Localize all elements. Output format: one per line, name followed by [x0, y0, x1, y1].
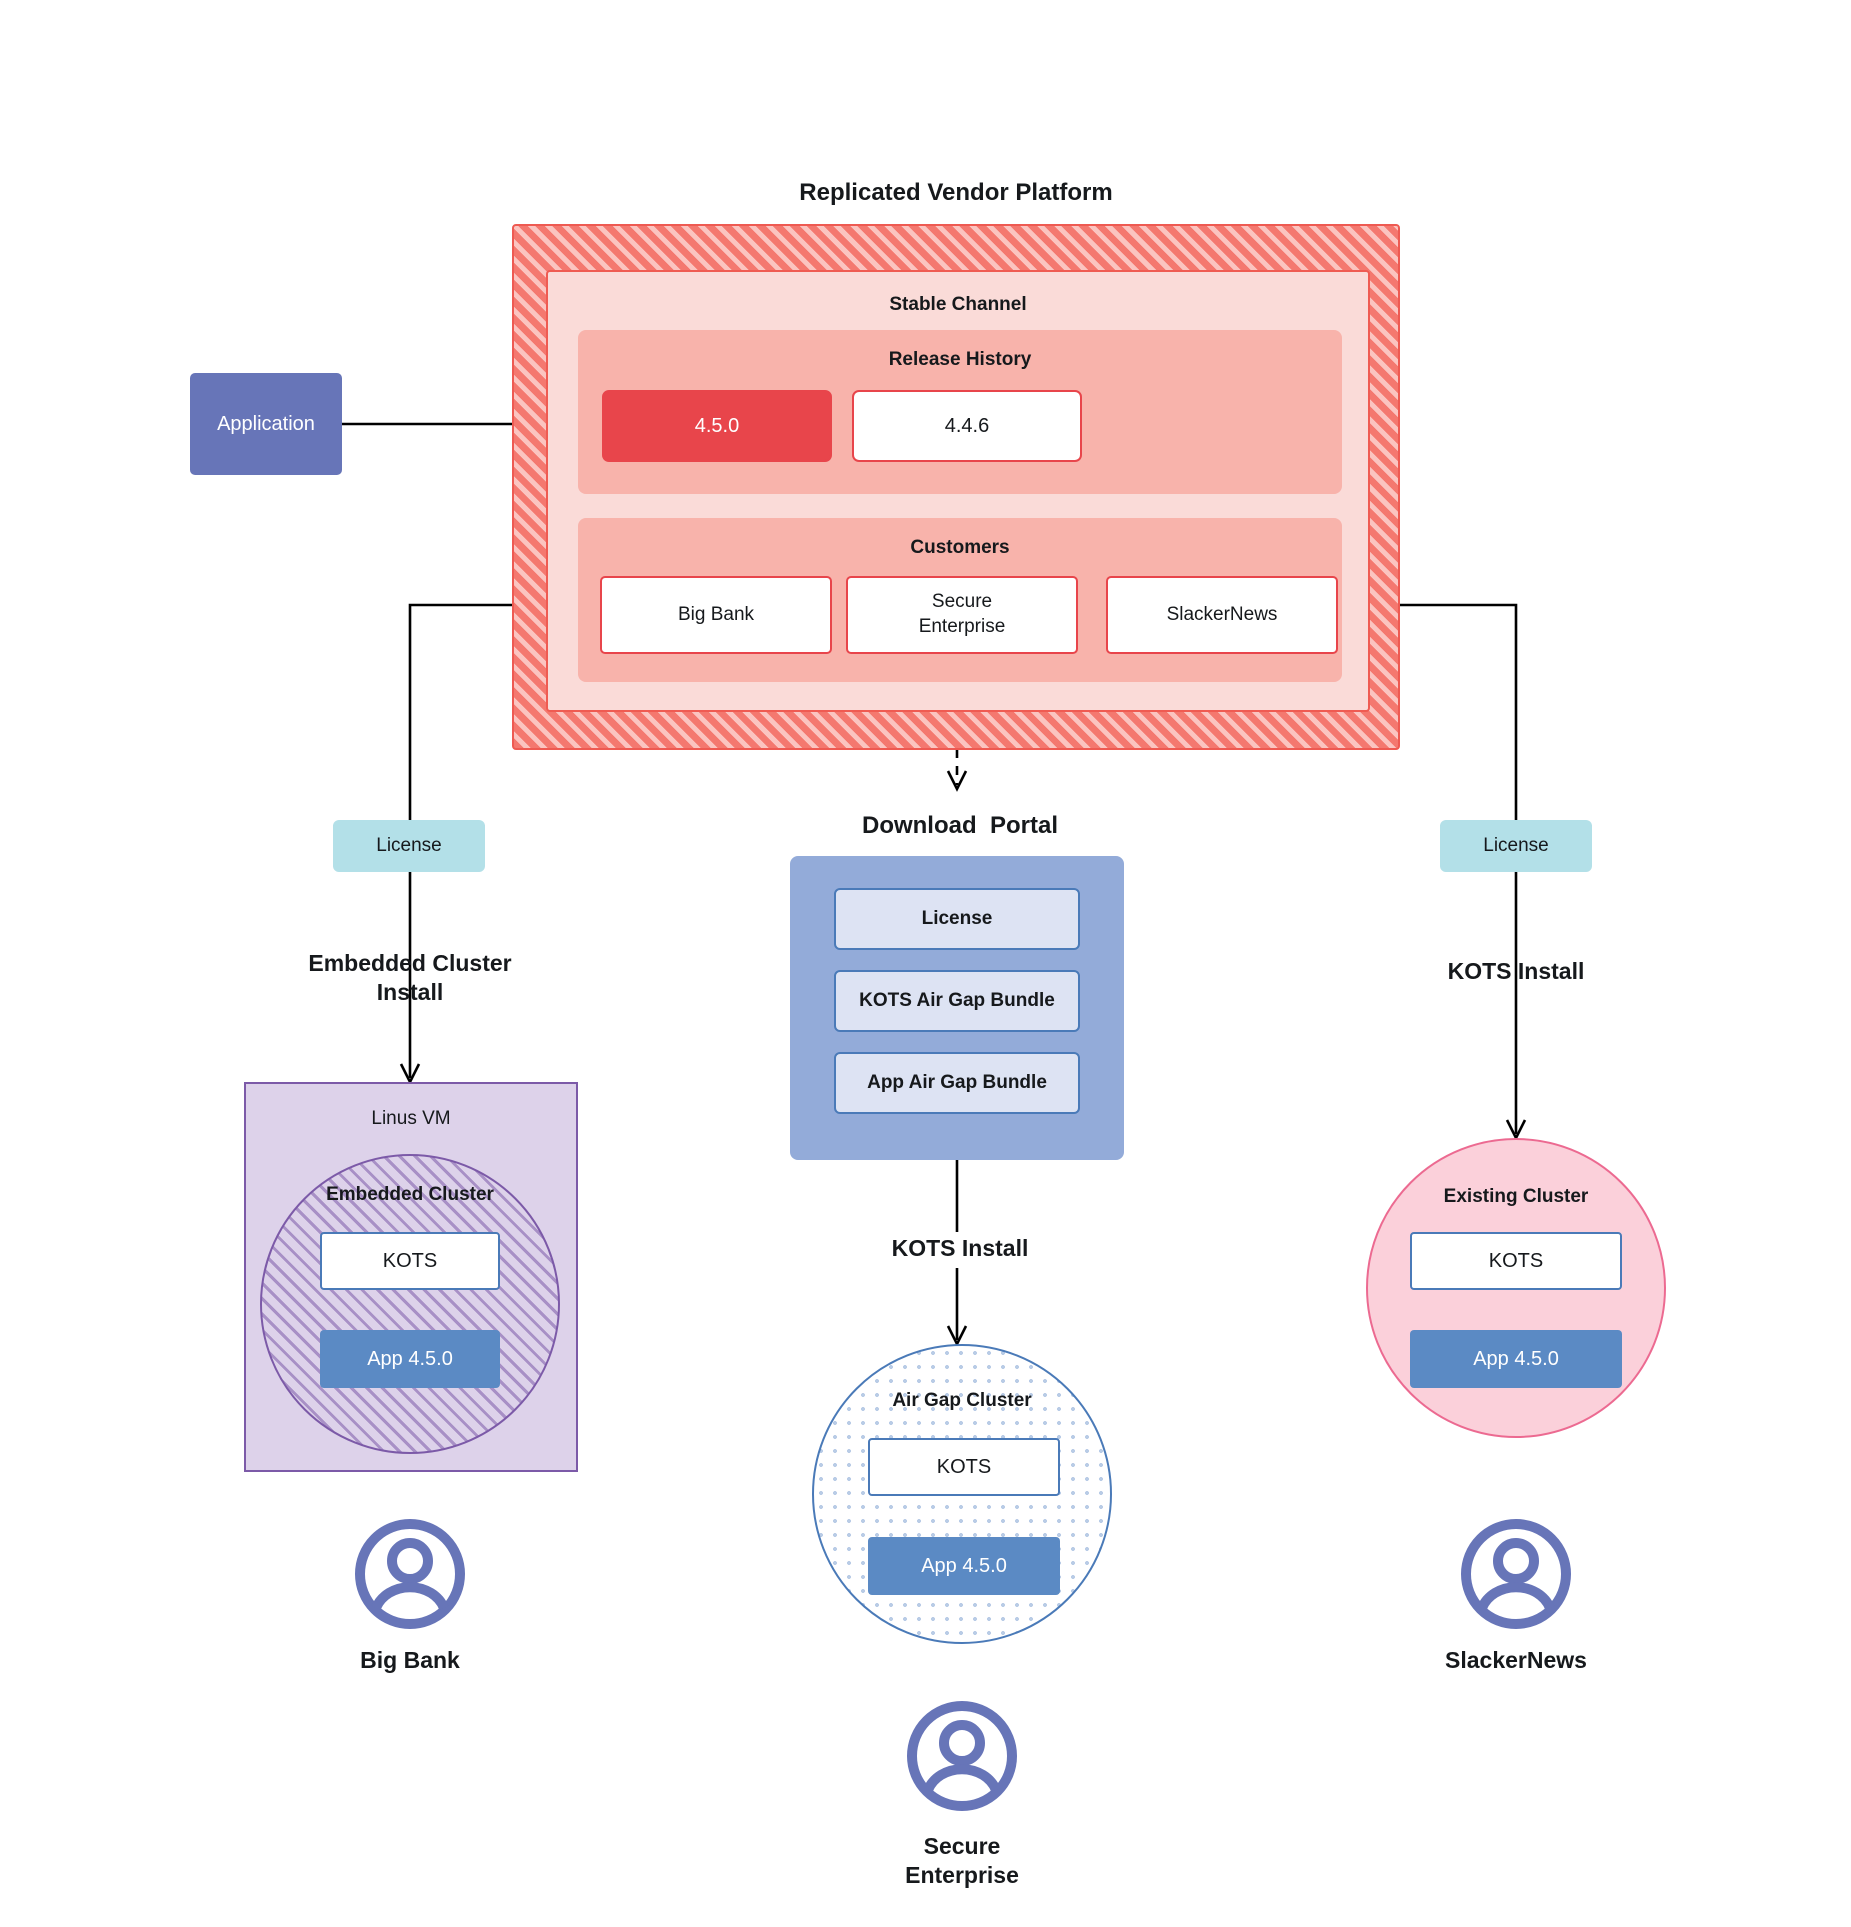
- customer-chip-slackernews[interactable]: SlackerNews: [1106, 576, 1338, 654]
- linux-vm-label: Linus VM: [371, 1108, 451, 1129]
- license-badge-left[interactable]: License: [333, 820, 485, 872]
- customer-label-secure-enterprise: Secure Enterprise: [905, 1833, 1019, 1888]
- kots-box-existing[interactable]: KOTS: [1410, 1232, 1622, 1290]
- existing-cluster-label: Existing Cluster: [1443, 1186, 1589, 1207]
- app-box-airgap[interactable]: App 4.5.0: [868, 1537, 1060, 1595]
- kots-box-embedded[interactable]: KOTS: [320, 1232, 500, 1290]
- release-history-label: Release History: [888, 349, 1032, 370]
- flow-label-embedded-cluster-install: Embedded Cluster Install: [308, 950, 512, 1005]
- flow-label-kots-install-right: KOTS Install: [1447, 957, 1585, 984]
- embedded-cluster-circle: [260, 1154, 560, 1454]
- release-chip-current[interactable]: 4.5.0: [602, 390, 832, 462]
- embedded-cluster-label: Embedded Cluster: [326, 1184, 494, 1205]
- portal-item-license[interactable]: License: [834, 888, 1080, 950]
- customers-panel: Customers Big Bank Secure Enterprise Sla…: [578, 518, 1342, 682]
- vendor-platform-container: Stable Channel Release History 4.5.0 4.4…: [512, 224, 1400, 750]
- stable-channel-panel: Stable Channel Release History 4.5.0 4.4…: [546, 270, 1370, 712]
- license-badge-right[interactable]: License: [1440, 820, 1592, 872]
- release-chip-past[interactable]: 4.4.6: [852, 390, 1082, 462]
- portal-item-app-air-gap-bundle[interactable]: App Air Gap Bundle: [834, 1052, 1080, 1114]
- airgap-cluster-label: Air Gap Cluster: [892, 1390, 1032, 1411]
- customer-label-slackernews: SlackerNews: [1445, 1646, 1587, 1673]
- user-avatar-icon-slackernews: [1461, 1519, 1571, 1629]
- arrowhead-portal-to-airgap: [946, 1325, 968, 1347]
- arrowhead-right-to-cluster: [1505, 1119, 1527, 1141]
- customer-label-big-bank: Big Bank: [360, 1646, 460, 1673]
- kots-box-airgap[interactable]: KOTS: [868, 1438, 1060, 1496]
- flow-label-kots-install-middle: KOTS Install: [891, 1234, 1029, 1261]
- download-portal-title: Download Portal: [861, 811, 1058, 839]
- download-portal-panel: License KOTS Air Gap Bundle App Air Gap …: [790, 856, 1124, 1160]
- app-box-existing[interactable]: App 4.5.0: [1410, 1330, 1622, 1388]
- arrowhead-secure-to-portal: [946, 770, 968, 792]
- arrowhead-left-to-vm: [399, 1063, 421, 1085]
- customers-label: Customers: [910, 537, 1010, 558]
- portal-item-kots-air-gap-bundle[interactable]: KOTS Air Gap Bundle: [834, 970, 1080, 1032]
- user-avatar-icon-secure-enterprise: [907, 1701, 1017, 1811]
- customer-chip-big-bank[interactable]: Big Bank: [600, 576, 832, 654]
- application-box[interactable]: Application: [190, 373, 342, 475]
- stable-channel-label: Stable Channel: [889, 294, 1027, 315]
- customer-chip-secure-enterprise[interactable]: Secure Enterprise: [846, 576, 1078, 654]
- page-title: Replicated Vendor Platform: [799, 179, 1113, 206]
- user-avatar-icon-big-bank: [355, 1519, 465, 1629]
- app-box-embedded[interactable]: App 4.5.0: [320, 1330, 500, 1388]
- release-history-panel: Release History 4.5.0 4.4.6: [578, 330, 1342, 494]
